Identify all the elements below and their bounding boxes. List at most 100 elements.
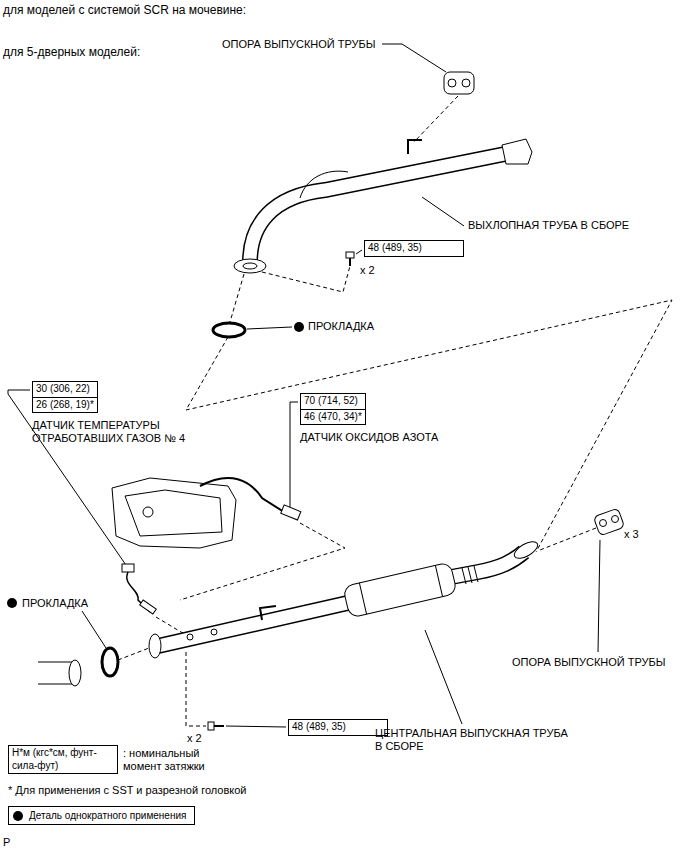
leader-line [356, 250, 362, 254]
sensor-wire [200, 478, 284, 512]
part-label: ПРОКЛАДКА [22, 597, 88, 610]
dashed-guide [414, 96, 458, 142]
center-exhaust-pipe [149, 538, 540, 658]
pipe-flange [69, 660, 81, 686]
pipe-flange [234, 259, 266, 273]
bolt-head [346, 252, 354, 258]
part-label: для моделей с системой SCR на мочевине: [3, 3, 246, 17]
rubber-hanger [444, 72, 474, 94]
bolt-upper [346, 252, 354, 266]
leader-lines [8, 44, 600, 727]
bolt-head [208, 722, 214, 730]
torque-box: 48 (489, 35) [288, 719, 388, 736]
single-use-mark [294, 322, 304, 332]
gasket-upper [213, 323, 245, 337]
pipe-outline [446, 552, 524, 578]
leader-line [290, 402, 298, 508]
gasket-lower [102, 648, 118, 676]
hanger-hole [612, 516, 619, 523]
converter-body [343, 562, 457, 618]
pipe-outline [250, 154, 505, 262]
torque-box: 48 (489, 35) [364, 240, 464, 257]
pipe-flange [149, 634, 161, 658]
sensor-probe [140, 600, 157, 614]
sensor-boss [187, 634, 193, 640]
flex-joint [462, 566, 478, 584]
pipe-fill [250, 154, 505, 262]
part-label: x 2 [187, 732, 202, 745]
leader-line [598, 540, 600, 652]
exhaust-pipe-hanger [593, 508, 624, 536]
tail-tip [502, 139, 532, 164]
dashed-guide [118, 648, 149, 660]
dashed-guide [156, 617, 186, 635]
torque-value: 48 (489, 35) [289, 720, 387, 735]
hanger-hole [448, 79, 456, 87]
leader-line [82, 611, 106, 648]
sensor-module [112, 478, 236, 548]
part-label: ДАТЧИК ОКСИДОВ АЗОТА [300, 431, 438, 444]
torque-value: 48 (489, 35) [365, 241, 463, 256]
front-pipe-stub [38, 660, 81, 686]
sensor-probe [281, 505, 301, 520]
bolt-lower [208, 722, 224, 730]
gasket-ring [102, 648, 118, 676]
pipe-fill [158, 602, 352, 646]
leader-line [226, 726, 286, 727]
legend-key-box: Н*м (кгс*см, фунт-сила-фут) [8, 745, 118, 774]
legend-entry: Деталь однократного применения [8, 806, 195, 825]
part-label: * Для применения с SST и разрезной голов… [8, 784, 246, 797]
part-label: ОПОРА ВЫПУСКНОЙ ТРУБЫ [512, 656, 666, 669]
part-label: ЦЕНТРАЛЬНАЯ ВЫПУСКНАЯ ТРУБА В СБОРЕ [375, 727, 575, 753]
nox-sensor [112, 478, 301, 548]
torque-box: 70 (714, 52)46 (470, 34)* [300, 393, 366, 425]
module-detail [143, 507, 153, 517]
torque-value: Н*м (кгс*см, фунт-сила-фут) [9, 746, 117, 773]
part-label: x 2 [360, 264, 375, 277]
part-label: для 5-дверных моделей: [3, 45, 140, 59]
torque-value: 30 (306, 22) [33, 382, 97, 397]
module-detail [125, 490, 222, 536]
torque-box: 30 (306, 22)26 (268, 19)* [32, 381, 98, 413]
pipe-fill [446, 552, 524, 578]
part-label: ВЫХЛОПНАЯ ТРУБА В СБОРЕ [468, 219, 629, 232]
leader-line [422, 197, 464, 226]
leader-line [247, 327, 292, 329]
gasket-ring [213, 323, 245, 337]
single-use-mark [13, 811, 23, 821]
hanger-hole [600, 520, 607, 527]
single-use-mark [7, 598, 17, 608]
bolt-shank [349, 258, 351, 266]
torque-value: 26 (268, 19)* [33, 397, 97, 413]
part-label: x 3 [624, 528, 639, 541]
part-label: P [3, 836, 10, 849]
torque-value: 46 (470, 34)* [301, 409, 365, 425]
torque-value: 70 (714, 52) [301, 394, 365, 409]
temperature-sensor [122, 564, 156, 614]
pipe-hook [408, 140, 422, 154]
dashed-guide [186, 652, 206, 726]
converter-seam [359, 565, 442, 614]
pipe-outline [158, 602, 352, 646]
flange-hole [243, 263, 257, 269]
catalytic-converter [343, 562, 457, 618]
exhaust-pipe-hanger [444, 72, 474, 94]
exhaust-pipe [234, 139, 532, 273]
bolt-shank [214, 725, 224, 727]
leader-line [382, 44, 446, 72]
sensor-boss [211, 629, 217, 635]
sensor-connector [122, 564, 134, 572]
leader-line [8, 390, 128, 568]
part-label: ПРОКЛАДКА [308, 320, 374, 333]
leader-line [425, 630, 462, 724]
hanger-hole [462, 79, 470, 87]
pipe-hook [260, 606, 276, 620]
dashed-guide [186, 300, 672, 552]
dashed-guide [540, 528, 596, 550]
part-label: : номинальный момент затяжки [123, 747, 235, 773]
part-label: ОПОРА ВЫПУСКНОЙ ТРУБЫ [222, 38, 376, 51]
dashed-guide [262, 266, 350, 292]
pipe-detail [300, 171, 348, 198]
part-label: ДАТЧИК ТЕМПЕРАТУРЫ ОТРАБОТАВШИХ ГАЗОВ № … [32, 419, 210, 445]
legend-text: Деталь однократного применения [29, 810, 186, 821]
